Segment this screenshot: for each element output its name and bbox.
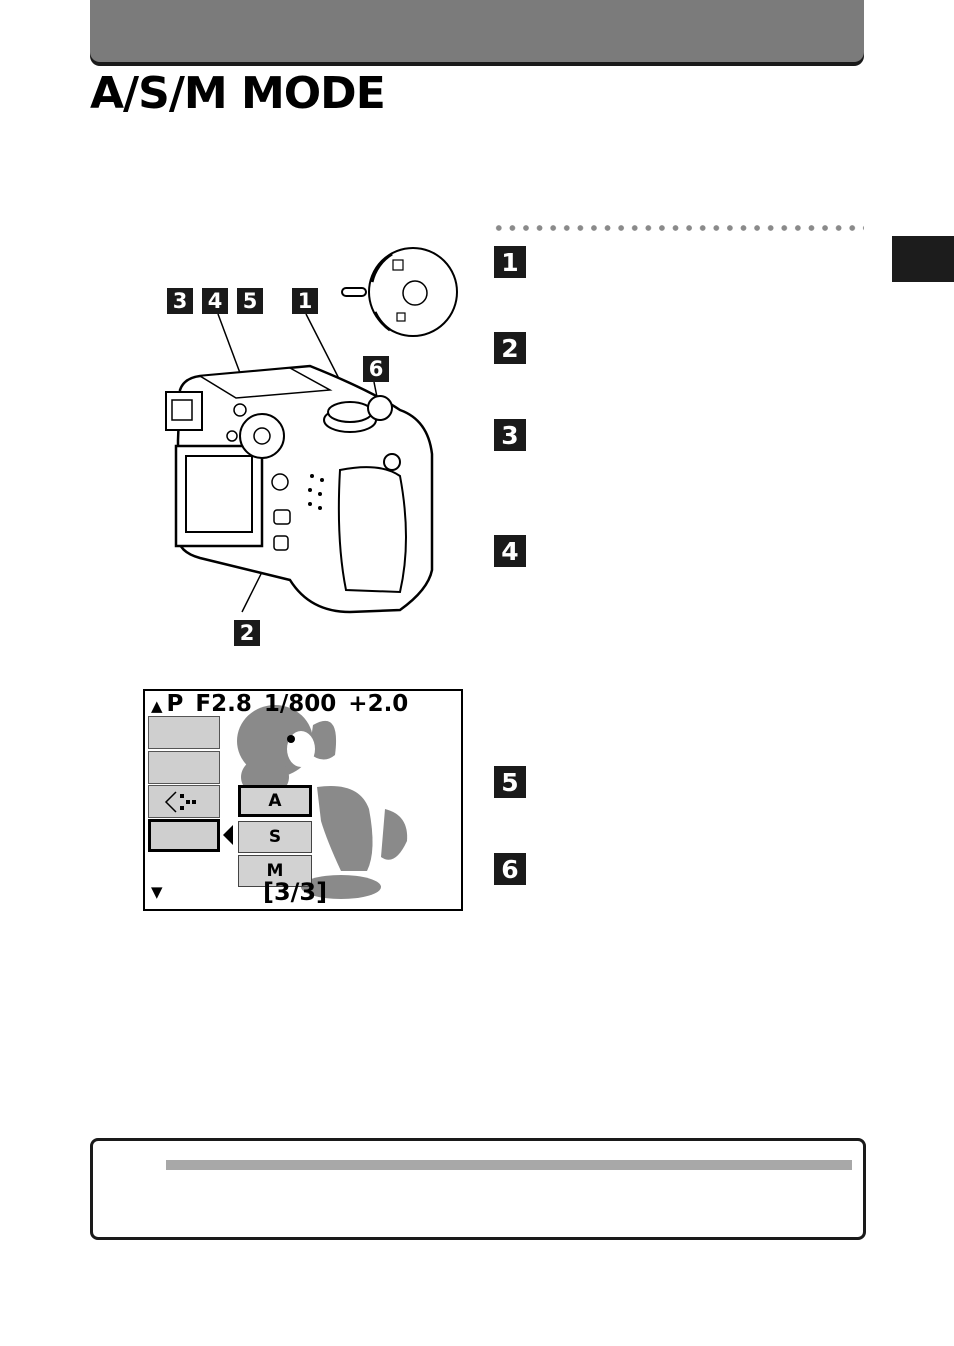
lcd-menu-tab-4 <box>148 819 220 852</box>
lcd-option-m: M <box>238 855 312 887</box>
callout-badge-4: 4 <box>202 288 228 314</box>
step-badge-3: 3 <box>494 419 526 451</box>
note-box <box>90 1138 866 1240</box>
callout-badge-6: 6 <box>363 356 389 382</box>
dotted-divider <box>492 224 864 232</box>
lcd-shutter: 1/800 <box>263 691 337 717</box>
lcd-aperture: F2.8 <box>195 691 252 717</box>
lcd-up-triangle-icon: ▲ <box>151 697 163 715</box>
lcd-down-triangle-icon: ▼ <box>151 883 163 901</box>
camera-illustration <box>165 247 458 614</box>
callout-badge-5: 5 <box>237 288 263 314</box>
lcd-page-indicator: [3/3] <box>263 878 328 906</box>
step-badge-2: 2 <box>494 332 526 364</box>
lcd-option-s: S <box>238 821 312 853</box>
callout-badge-1: 1 <box>292 288 318 314</box>
note-header-bar <box>166 1160 852 1170</box>
lcd-pointer-icon <box>223 825 233 845</box>
step-badge-6: 6 <box>494 853 526 885</box>
step-badge-4: 4 <box>494 535 526 567</box>
callout-badge-2: 2 <box>234 620 260 646</box>
lcd-menu-tab-2 <box>148 751 220 784</box>
step-badge-1: 1 <box>494 246 526 278</box>
lcd-menu-tab-1 <box>148 716 220 749</box>
lcd-option-a: A <box>238 785 312 817</box>
lcd-status-line: ▲P F2.8 1/800 +2.0 <box>151 691 420 719</box>
page-title: A/S/M MODE <box>90 68 386 119</box>
lcd-screen: ▲P F2.8 1/800 +2.0 A S M ▼ [3/3] <box>143 689 463 911</box>
chapter-tab <box>892 236 954 282</box>
callout-badge-3: 3 <box>167 288 193 314</box>
lcd-menu-tab-3 <box>148 785 220 818</box>
step-badge-5: 5 <box>494 766 526 798</box>
mode-dial-detail <box>341 247 458 337</box>
header-bar <box>90 0 864 62</box>
drive-mode-icon <box>164 790 196 813</box>
lcd-exposure: +2.0 <box>348 691 409 717</box>
lcd-mode: P <box>166 691 184 717</box>
